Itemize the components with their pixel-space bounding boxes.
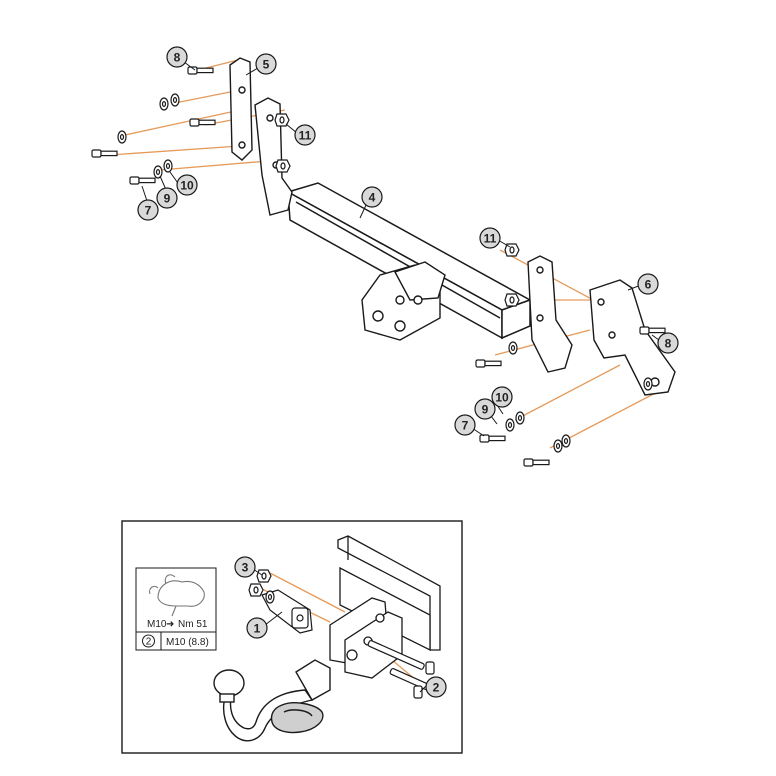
bolt-icon (367, 640, 435, 699)
svg-text:7: 7 (462, 419, 469, 433)
svg-text:1: 1 (254, 622, 261, 636)
washer-icon (170, 93, 180, 107)
callout-label: 11 (294, 124, 316, 146)
svg-text:4: 4 (369, 191, 376, 205)
key-spec: M10 (8.8) (166, 637, 209, 648)
svg-text:5: 5 (263, 58, 270, 72)
bolt-icon (129, 176, 156, 185)
washer-icon (163, 159, 173, 173)
svg-text:11: 11 (484, 232, 497, 246)
svg-text:3: 3 (242, 561, 249, 575)
callout-label: 9 (474, 398, 496, 420)
callout-label: 4 (361, 186, 383, 208)
key-number: 2 (146, 637, 152, 648)
upper-assembly: 8 5 11 10 9 7 4 11 (91, 46, 679, 467)
svg-text:11: 11 (299, 129, 312, 143)
socket-bracket (261, 589, 313, 634)
callout-label: 8 (166, 46, 188, 68)
callout-label: 5 (255, 53, 277, 75)
washer-icon (508, 341, 518, 355)
key-number-circle (142, 634, 155, 648)
callout-label: 3 (234, 556, 256, 578)
bolt-icon (523, 458, 550, 467)
bolt-icon (189, 118, 216, 127)
svg-text:2: 2 (433, 681, 440, 695)
torque-spec-box: M10 ➜ Nm 51 2 M10 (8.8) (135, 567, 217, 651)
washer-icon (159, 97, 169, 111)
callout-label: 10 (176, 174, 198, 196)
svg-text:6: 6 (645, 278, 652, 292)
bolt-icon (91, 149, 118, 158)
left-bracket-plates (229, 57, 293, 216)
callout-label: 2 (425, 676, 447, 698)
svg-text:9: 9 (164, 192, 171, 206)
right-bracket-plates (527, 255, 676, 396)
nut-icon (504, 293, 520, 307)
callout-label: 7 (137, 199, 159, 221)
svg-text:8: 8 (665, 337, 672, 351)
callout-label: 10 (491, 386, 513, 408)
svg-text:8: 8 (174, 51, 181, 65)
washer-icon (561, 434, 571, 448)
center-coupling-bracket (361, 261, 446, 341)
nut-icon (248, 583, 264, 597)
torque-value: Nm 51 (178, 619, 208, 630)
nut-icon (256, 569, 272, 583)
callout-label: 7 (454, 414, 476, 436)
washer-icon (265, 590, 275, 604)
washer-icon (153, 165, 163, 179)
torque-wrench-icon (149, 574, 205, 617)
svg-text:9: 9 (482, 403, 489, 417)
inset-fasteners (248, 569, 435, 699)
callout-label: 9 (156, 187, 178, 209)
washer-icon (515, 411, 525, 425)
callout-label: 6 (637, 273, 659, 295)
svg-text:10: 10 (495, 391, 509, 405)
washer-icon (505, 418, 515, 432)
tow-ball-assembly (213, 659, 331, 742)
inset-panel: M10 ➜ Nm 51 2 M10 (8.8) (121, 520, 463, 754)
washer-icon (553, 439, 563, 453)
svg-text:7: 7 (145, 204, 152, 218)
svg-text:10: 10 (180, 179, 194, 193)
callout-label: 1 (246, 617, 268, 639)
washer-icon (117, 130, 127, 144)
arrow-right-icon: ➜ (166, 619, 174, 630)
torque-bolt-size: M10 (147, 619, 167, 630)
bolt-icon (639, 326, 666, 335)
nut-icon (275, 159, 291, 173)
washer-icon (643, 377, 653, 391)
callout-label: 8 (657, 332, 679, 354)
bolt-icon (475, 359, 502, 368)
callout-label: 11 (479, 227, 501, 249)
